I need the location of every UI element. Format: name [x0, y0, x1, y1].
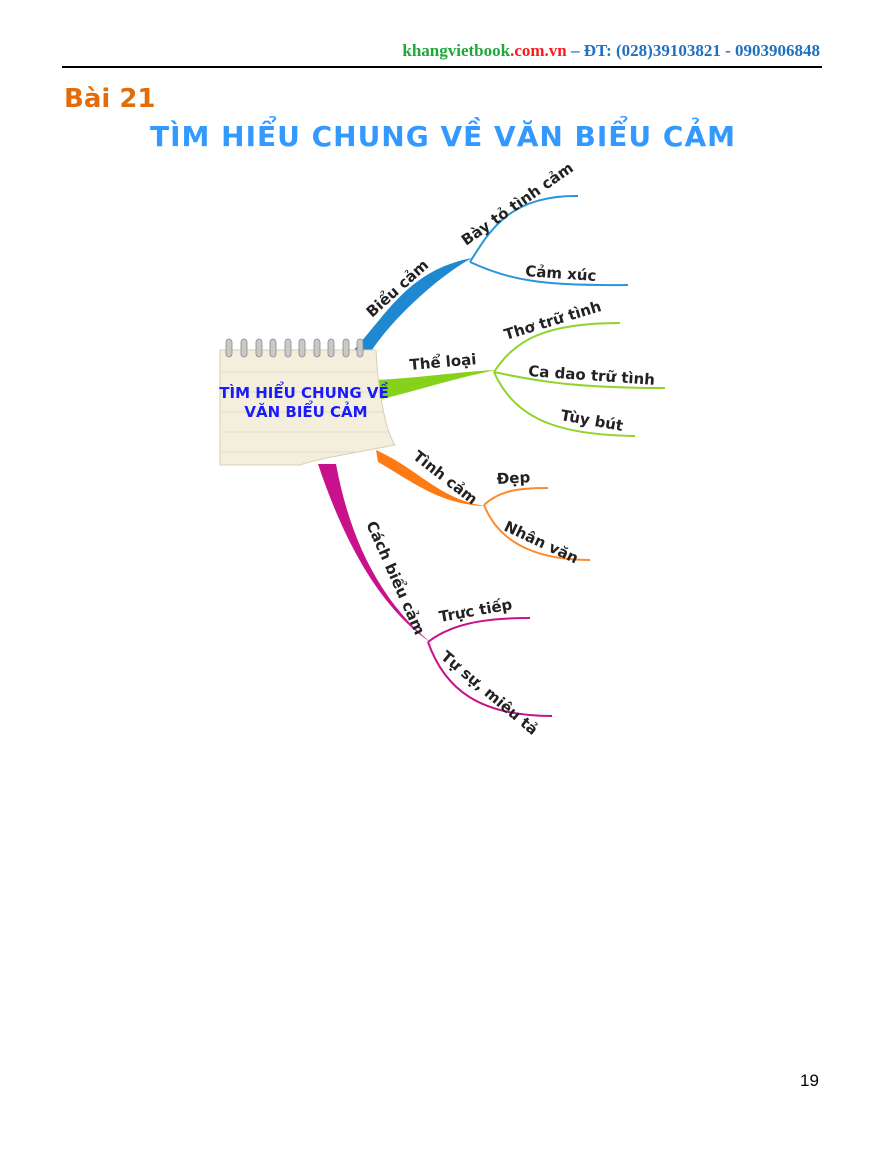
page-header: khangvietbook.com.vn – ĐT: (028)39103821… — [402, 41, 820, 61]
page-number: 19 — [800, 1071, 819, 1090]
lesson-number: Bài 21 — [64, 84, 156, 114]
header-rule — [62, 66, 822, 68]
branch-line — [352, 258, 472, 356]
branch-line — [375, 370, 496, 400]
branch-line — [376, 450, 486, 506]
child-line — [483, 504, 591, 561]
child-line — [469, 194, 579, 263]
page-title: TÌM HIỂU CHUNG VỀ VĂN BIỂU CẢM — [150, 120, 736, 153]
site-name: khangvietbook — [402, 41, 511, 60]
branch-the-loai: Thể loại Thơ trữ tình Ca dao trữ tình Tù… — [375, 297, 666, 437]
branch-tinh-cam: Tình cảm Đẹp Nhân văn — [376, 447, 591, 567]
site-domain: .com.vn — [510, 41, 567, 60]
child-line — [493, 371, 636, 437]
child-label: Thơ trữ tình — [502, 297, 603, 344]
child-label: Đẹp — [496, 468, 531, 488]
child-label: Cảm xúc — [525, 262, 597, 285]
child-line — [469, 261, 629, 287]
center-notepad: TÌM HIỂU CHUNG VỀ VĂN BIỂU CẢM — [219, 338, 396, 466]
child-label: Bày tỏ tình cảm — [458, 159, 577, 250]
branch-bieu-cam: Biểu cảm Bày tỏ tình cảm Cảm xúc — [352, 159, 629, 356]
center-label-line1: TÌM HIỂU CHUNG VỀ — [219, 380, 388, 402]
child-line — [493, 371, 666, 389]
branch-line — [318, 464, 430, 642]
branch-label: Thể loại — [409, 349, 477, 374]
notepad-paper — [219, 349, 396, 466]
contact-info: – ĐT: (028)39103821 - 0903906848 — [566, 41, 820, 60]
child-line — [427, 641, 553, 717]
branch-cach-bieu-cam: Cách biểu cảm Trực tiếp Tự sự, miêu tả — [318, 464, 553, 739]
child-label: Tự sự, miêu tả — [437, 647, 541, 738]
child-line — [427, 617, 531, 643]
center-label-line2: VĂN BIỂU CẢM — [244, 399, 367, 421]
child-label: Ca dao trữ tình — [528, 362, 656, 389]
child-line — [493, 322, 621, 373]
spiral-rings — [225, 338, 364, 358]
child-label: Tùy bút — [559, 406, 624, 435]
child-line — [483, 487, 549, 506]
